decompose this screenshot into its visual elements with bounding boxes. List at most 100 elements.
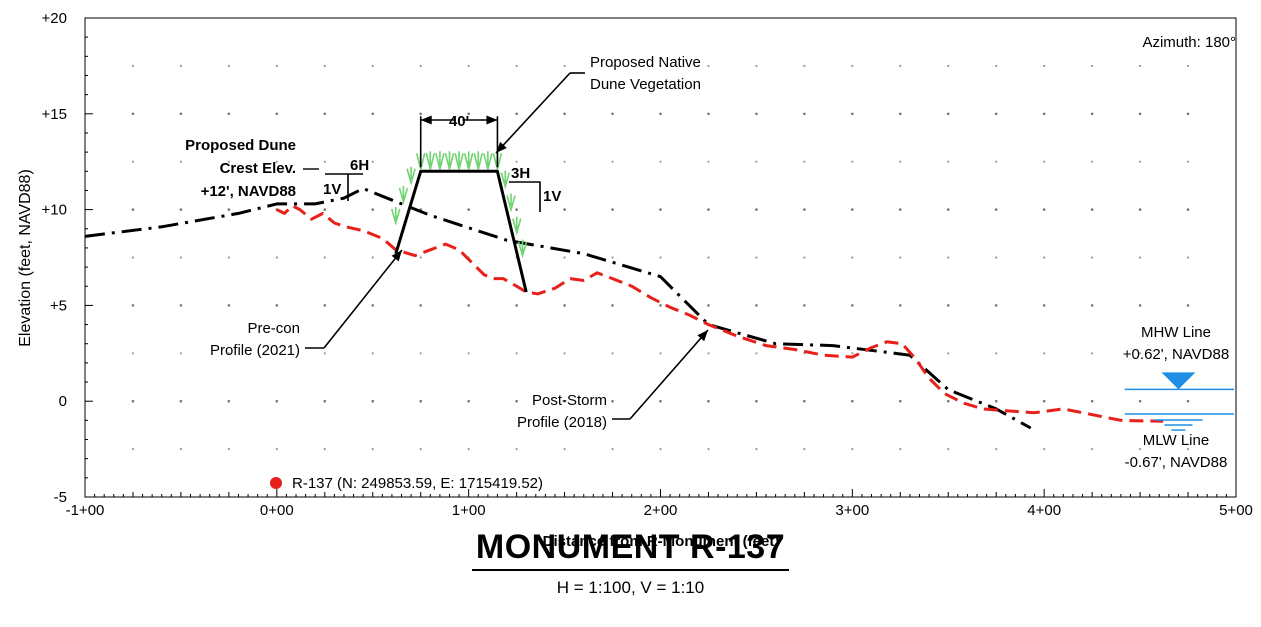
y-tick-label: +5 bbox=[50, 297, 67, 314]
grid-dot bbox=[467, 399, 470, 403]
grid-dot bbox=[995, 160, 998, 163]
grid bbox=[131, 64, 1190, 451]
grid-dot bbox=[323, 64, 326, 67]
grid-dot bbox=[707, 256, 710, 259]
grid-dot bbox=[1186, 448, 1190, 451]
grid-dot bbox=[1186, 399, 1190, 403]
vegetation-stroke bbox=[406, 166, 416, 186]
grid-dot bbox=[515, 352, 518, 355]
x-tick-label: 3+00 bbox=[835, 502, 869, 519]
grid-dot bbox=[179, 160, 183, 163]
right-slope-h-label: 3H bbox=[511, 165, 530, 182]
grid-dot bbox=[467, 304, 470, 307]
grid-dot bbox=[611, 208, 614, 211]
grid-dot bbox=[851, 448, 854, 451]
grid-dot bbox=[563, 112, 566, 116]
grid-dot bbox=[419, 448, 422, 451]
grid-dot bbox=[1138, 448, 1142, 451]
grid-dot bbox=[803, 112, 806, 116]
grid-dot bbox=[467, 448, 470, 451]
grid-dot bbox=[563, 208, 566, 211]
grid-dot bbox=[179, 256, 183, 259]
grid-dot bbox=[611, 352, 614, 355]
grid-dot bbox=[946, 208, 950, 211]
vegetation-stroke bbox=[512, 216, 522, 236]
grid-dot bbox=[1043, 64, 1046, 67]
precon-arrow bbox=[323, 249, 403, 349]
grid-dot bbox=[1138, 64, 1142, 67]
grid-dot bbox=[611, 64, 614, 67]
grid-dot bbox=[946, 304, 950, 307]
grid-dot bbox=[371, 160, 374, 163]
mhw-label: MHW Line+0.62', NAVD88 bbox=[1123, 324, 1229, 363]
grid-dot bbox=[659, 160, 662, 163]
grid-dot bbox=[947, 256, 950, 259]
vegetation-sprout bbox=[398, 185, 409, 205]
grid-dot bbox=[1090, 208, 1094, 211]
vegetation-stroke bbox=[473, 151, 484, 170]
grid-dot bbox=[131, 64, 135, 67]
grid-dot bbox=[227, 112, 231, 116]
grid-dot bbox=[371, 112, 375, 116]
grid-dot bbox=[179, 304, 183, 307]
native-vegetation-arrow bbox=[495, 72, 571, 154]
grid-dot bbox=[1138, 352, 1142, 355]
grid-dot bbox=[707, 304, 710, 307]
vegetation-stroke bbox=[425, 151, 436, 170]
grid-dot bbox=[755, 399, 758, 403]
grid-dot bbox=[1091, 64, 1094, 67]
grid-dot bbox=[371, 352, 374, 355]
vegetation-sprout bbox=[483, 151, 493, 170]
grid-dot bbox=[851, 399, 854, 403]
water-level-triangle bbox=[1161, 372, 1196, 390]
grid-dot bbox=[179, 64, 183, 67]
grid-dot bbox=[1186, 208, 1190, 211]
grid-dot bbox=[275, 64, 278, 67]
vegetation-sprout bbox=[517, 239, 528, 259]
grid-dot bbox=[563, 64, 566, 67]
vegetation-sprout bbox=[512, 216, 522, 236]
grid-dot bbox=[1186, 112, 1190, 116]
grid-dot bbox=[947, 352, 950, 355]
y-tick-label: -5 bbox=[54, 489, 67, 506]
grid-dot bbox=[659, 256, 662, 259]
grid-dot bbox=[1186, 64, 1190, 67]
grid-dot bbox=[227, 304, 231, 307]
y-tick-label: +15 bbox=[42, 106, 67, 123]
grid-dot bbox=[227, 256, 230, 259]
grid-dot bbox=[707, 64, 710, 67]
vegetation-sprout bbox=[463, 151, 474, 170]
grid-dot bbox=[803, 304, 806, 307]
grid-dot bbox=[803, 208, 806, 211]
grid-dot bbox=[419, 112, 423, 116]
grid-dot bbox=[467, 64, 470, 67]
grid-dot bbox=[803, 256, 806, 259]
grid-dot bbox=[1091, 160, 1094, 163]
grid-dot bbox=[851, 160, 854, 163]
grid-dot bbox=[371, 399, 375, 403]
grid-dot bbox=[611, 160, 614, 163]
grid-dot bbox=[1186, 256, 1190, 259]
grid-dot bbox=[707, 112, 710, 116]
grid-dot bbox=[1091, 256, 1094, 259]
grid-dot bbox=[947, 64, 950, 67]
vegetation-stroke bbox=[444, 151, 455, 170]
grid-dot bbox=[851, 352, 854, 355]
grid-dot bbox=[131, 304, 135, 307]
grid-dot bbox=[755, 64, 758, 67]
grid-dot bbox=[995, 352, 998, 355]
grid-dot bbox=[515, 399, 518, 403]
grid-dot bbox=[371, 256, 374, 259]
vegetation-stroke bbox=[517, 239, 528, 259]
crest-width-arrow-right-head bbox=[486, 115, 498, 125]
vegetation-stroke bbox=[463, 151, 474, 170]
x-tick-label: 2+00 bbox=[644, 502, 678, 519]
vegetation-sprout bbox=[506, 193, 516, 213]
left-slope-h-label: 6H bbox=[350, 157, 369, 174]
grid-dot bbox=[946, 399, 950, 403]
vegetation-stroke bbox=[435, 151, 445, 170]
grid-dot bbox=[179, 448, 183, 451]
grid-dot bbox=[1186, 160, 1190, 163]
grid-dot bbox=[131, 256, 135, 259]
y-axis-label: Elevation (feet, NAVD88) bbox=[17, 169, 34, 347]
